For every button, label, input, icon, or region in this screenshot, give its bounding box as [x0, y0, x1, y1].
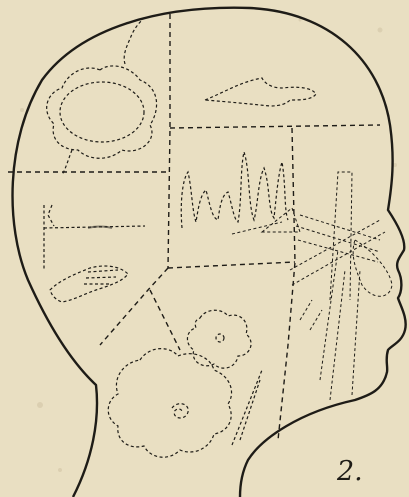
- head-outline: [13, 8, 406, 497]
- face-hatching: [262, 172, 392, 400]
- reaching-hand-icon: [50, 266, 128, 302]
- region-dividers: [8, 14, 380, 440]
- wavy-oval-emblem: [47, 16, 157, 175]
- figure-number-label: 2.: [337, 456, 363, 487]
- pointing-hand-icon: [205, 78, 316, 106]
- zigzag-pattern: [181, 152, 288, 228]
- tool-bracket-icon: [44, 205, 145, 270]
- brush-stroke: [88, 227, 112, 229]
- flower-emblems: [108, 310, 262, 457]
